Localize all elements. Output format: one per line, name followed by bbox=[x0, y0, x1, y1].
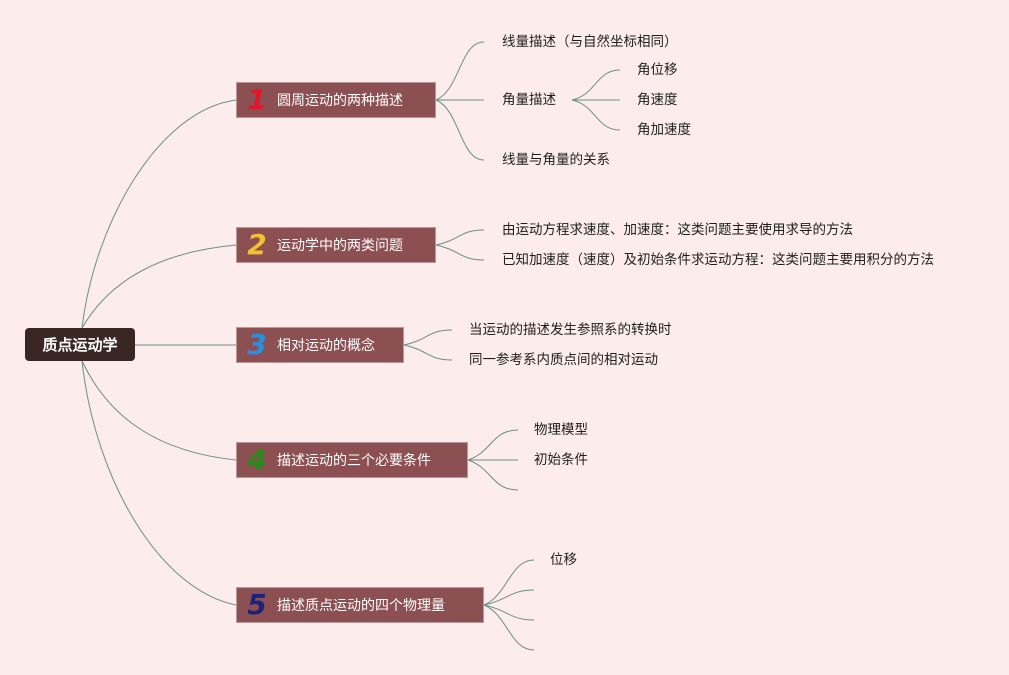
leaf-1-2-2[interactable]: 角速度 bbox=[637, 92, 678, 108]
topic-label-4: 描述运动的三个必要条件 bbox=[277, 453, 431, 469]
topic-number-5: 5 bbox=[247, 588, 267, 621]
topic-number-2: 2 bbox=[247, 228, 267, 261]
topic-number-1: 1 bbox=[247, 83, 267, 116]
leaf-1-1[interactable]: 线量描述（与自然坐标相同） bbox=[502, 34, 678, 50]
topic-label-5: 描述质点运动的四个物理量 bbox=[277, 598, 445, 614]
connector-t4-c1 bbox=[467, 429, 519, 461]
connector-t1-c2-g3 bbox=[571, 99, 621, 131]
connector-root-topic-1 bbox=[81, 99, 237, 329]
leaf-4-2[interactable]: 初始条件 bbox=[534, 452, 588, 468]
topic-node-1[interactable]: 1 圆周运动的两种描述 bbox=[236, 82, 436, 118]
topic-node-3[interactable]: 3 相对运动的概念 bbox=[236, 327, 404, 363]
connector-t1-c1 bbox=[435, 41, 485, 101]
connector-root-topic-4 bbox=[81, 360, 237, 461]
root-label: 质点运动学 bbox=[42, 336, 118, 354]
leaf-1-2-1[interactable]: 角位移 bbox=[637, 62, 678, 78]
topic-label-2: 运动学中的两类问题 bbox=[277, 238, 403, 254]
connector-root-topic-2 bbox=[81, 244, 237, 329]
topic-number-4: 4 bbox=[247, 443, 267, 476]
connector-t5-c4 bbox=[483, 604, 535, 651]
connector-t3-c1 bbox=[403, 329, 453, 346]
connector-root-topic-5 bbox=[81, 360, 237, 606]
leaf-1-3[interactable]: 线量与角量的关系 bbox=[502, 152, 610, 168]
topic-node-4[interactable]: 4 描述运动的三个必要条件 bbox=[236, 442, 468, 478]
connector-t3-c2 bbox=[403, 344, 453, 361]
connector-t5-c2 bbox=[483, 589, 535, 606]
connector-t4-c3 bbox=[467, 459, 519, 491]
topic-label-1: 圆周运动的两种描述 bbox=[277, 93, 403, 109]
connector-t5-c1 bbox=[483, 559, 535, 606]
leaf-5-1[interactable]: 位移 bbox=[550, 552, 577, 568]
topic-label-3: 相对运动的概念 bbox=[277, 338, 375, 354]
topic-number-3: 3 bbox=[247, 328, 267, 361]
leaf-3-2[interactable]: 同一参考系内质点间的相对运动 bbox=[469, 352, 658, 368]
connector-t5-c3 bbox=[483, 604, 535, 621]
leaf-2-1[interactable]: 由运动方程求速度、加速度：这类问题主要使用求导的方法 bbox=[502, 222, 853, 238]
leaf-3-1[interactable]: 当运动的描述发生参照系的转换时 bbox=[469, 322, 672, 338]
topic-node-5[interactable]: 5 描述质点运动的四个物理量 bbox=[236, 587, 484, 623]
connector-t1-c3 bbox=[435, 99, 485, 161]
connector-t1-c2-g1 bbox=[571, 69, 621, 101]
leaf-4-1[interactable]: 物理模型 bbox=[534, 422, 588, 438]
connector-t2-c1 bbox=[435, 229, 485, 246]
leaf-2-2[interactable]: 已知加速度（速度）及初始条件求运动方程：这类问题主要用积分的方法 bbox=[502, 252, 934, 268]
leaf-1-2[interactable]: 角量描述 bbox=[502, 92, 556, 108]
connector-t2-c2 bbox=[435, 244, 485, 261]
root-node[interactable]: 质点运动学 bbox=[25, 328, 135, 361]
topic-node-2[interactable]: 2 运动学中的两类问题 bbox=[236, 227, 436, 263]
leaf-1-2-3[interactable]: 角加速度 bbox=[637, 122, 691, 138]
